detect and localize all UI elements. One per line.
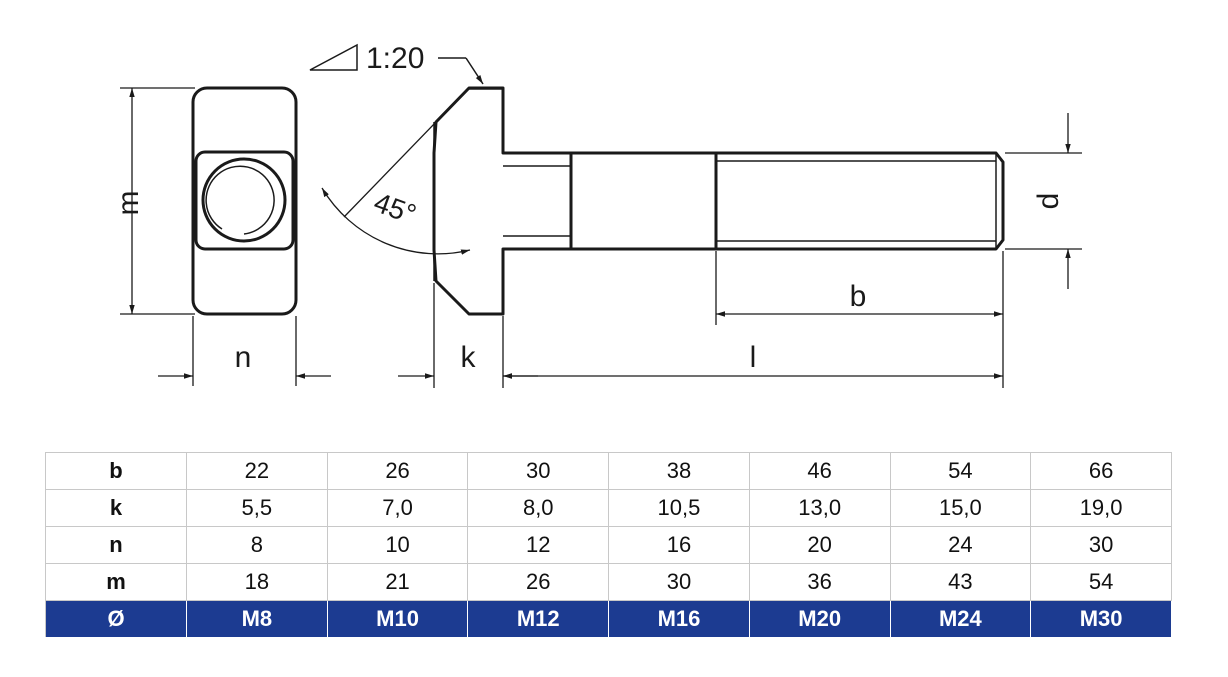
label-d: d (1032, 193, 1065, 210)
value-cell: 30 (608, 563, 750, 601)
value-cell: 46 (748, 452, 891, 490)
value-cell: 36 (748, 563, 891, 601)
square-neck (194, 150, 295, 251)
angle-45 (321, 121, 471, 255)
value-cell: 20 (748, 526, 891, 564)
dimension-b (715, 251, 1004, 388)
value-cell: 54 (889, 452, 1032, 490)
value-cell: 15,0 (889, 489, 1032, 527)
size-cell: M8 (186, 600, 328, 638)
shank-circle (201, 157, 287, 243)
size-cell: M30 (1030, 600, 1172, 638)
value-cell: 38 (608, 452, 750, 490)
t-bolt-technical-drawing: m n 1:20 45° d (112, 42, 1082, 388)
value-cell: 7,0 (326, 489, 469, 527)
bolt-side-view (432, 86, 1005, 316)
head-end-view (191, 86, 298, 316)
value-cell: 66 (1030, 452, 1172, 490)
value-cell: 24 (889, 526, 1032, 564)
label-taper: 1:20 (366, 42, 424, 75)
head-outline (191, 86, 298, 316)
thread-arc (205, 165, 275, 235)
dimension-n (158, 316, 331, 386)
label-l: l (750, 341, 757, 374)
value-cell: 30 (467, 452, 610, 490)
value-cell: 43 (889, 563, 1032, 601)
value-cell: 30 (1030, 526, 1172, 564)
value-cell: 10,5 (608, 489, 750, 527)
value-cell: 54 (1030, 563, 1172, 601)
value-cell: 19,0 (1030, 489, 1172, 527)
value-cell: 22 (186, 452, 328, 490)
label-m: m (112, 191, 145, 216)
taper-symbol (309, 43, 484, 85)
size-cell: M24 (889, 600, 1032, 638)
value-cell: 8 (186, 526, 328, 564)
label-angle: 45° (370, 187, 420, 231)
label-b: b (850, 280, 867, 313)
size-cell: M16 (608, 600, 750, 638)
row-label: b (45, 452, 187, 490)
value-cell: 26 (467, 563, 610, 601)
value-cell: 26 (326, 452, 469, 490)
row-label: Ø (45, 600, 187, 638)
value-cell: 8,0 (467, 489, 610, 527)
value-cell: 5,5 (186, 489, 328, 527)
size-cell: M10 (326, 600, 469, 638)
row-label: k (45, 489, 187, 527)
dimension-d (1005, 113, 1082, 289)
value-cell: 13,0 (748, 489, 891, 527)
size-cell: M20 (748, 600, 891, 638)
dimension-m (120, 87, 195, 315)
value-cell: 16 (608, 526, 750, 564)
label-n: n (235, 341, 252, 374)
size-cell: M12 (467, 600, 610, 638)
value-cell: 10 (326, 526, 469, 564)
label-k: k (461, 341, 477, 374)
value-cell: 18 (186, 563, 328, 601)
bolt-outline (432, 86, 1005, 316)
row-label: m (45, 563, 187, 601)
value-cell: 12 (467, 526, 610, 564)
dimension-k-l (398, 283, 1003, 388)
value-cell: 21 (326, 563, 469, 601)
row-label: n (45, 526, 187, 564)
